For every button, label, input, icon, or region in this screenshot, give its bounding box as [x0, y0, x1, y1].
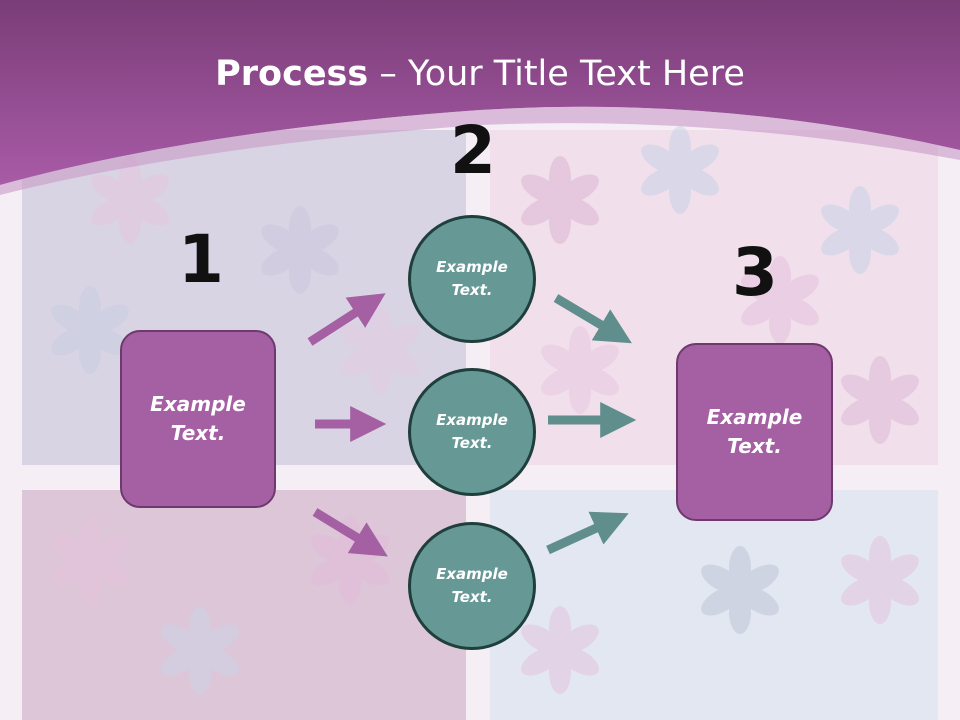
circle-1-line1: Example [436, 258, 508, 276]
box-end-line2: Text. [727, 434, 782, 458]
circle-2-line1: Example [436, 411, 508, 429]
box-start-line1: Example [150, 392, 246, 416]
circle-1-line2: Text. [451, 281, 493, 299]
circle-3-line2: Text. [451, 588, 493, 606]
title-rest: – Your Title Text Here [368, 54, 745, 94]
process-box-end: Example Text. [676, 343, 833, 521]
circle-3-line1: Example [436, 565, 508, 583]
step-number-1: 1 [178, 221, 224, 298]
slide-title: Process – Your Title Text Here [0, 52, 960, 96]
box-start-line2: Text. [170, 421, 226, 445]
process-circle-3: Example Text. [408, 522, 536, 650]
step-number-3: 3 [732, 234, 778, 311]
arrow-from-circle-3 [546, 511, 629, 555]
process-box-start: Example Text. [120, 330, 276, 508]
box-end-line1: Example [706, 405, 803, 429]
process-circle-1: Example Text. [408, 215, 536, 343]
process-circle-2: Example Text. [408, 368, 536, 496]
arrow-from-circle-1 [553, 294, 632, 344]
header-band [0, 0, 960, 195]
arrow-to-circle-1 [307, 293, 386, 346]
title-bold: Process [215, 54, 369, 94]
circle-2-line2: Text. [451, 434, 493, 452]
step-number-2: 2 [450, 112, 496, 189]
arrow-to-circle-3 [312, 508, 388, 557]
